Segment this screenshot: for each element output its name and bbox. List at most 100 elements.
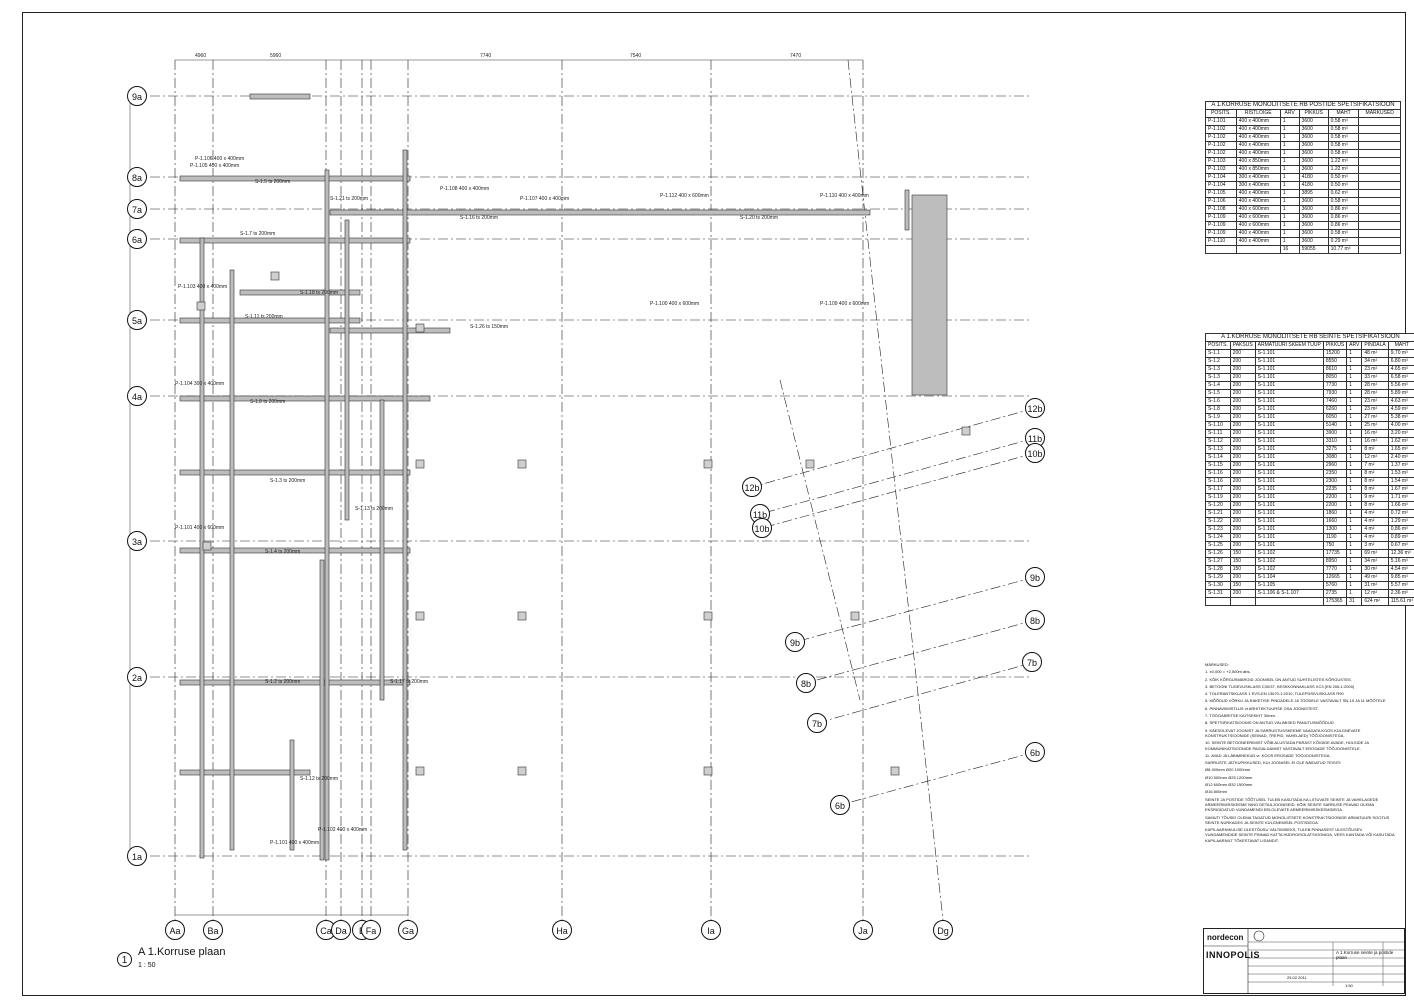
beam-label: S-1.26 ts 150mm [470, 324, 508, 330]
table-cell: 3600 [1298, 237, 1329, 246]
drawing-scale: 1:50 [1345, 983, 1353, 988]
table-cell: 4.65 m³ [1387, 365, 1414, 374]
table-cell: 200 [1229, 445, 1256, 454]
beam-label: S-1.11 ts 200mm [245, 314, 283, 320]
note-item: 7. TÖÖGABRITSE KAITSEKIHT 30mm. [1205, 713, 1276, 719]
table-cell [1358, 149, 1401, 158]
table-cell: 5140 [1322, 421, 1348, 430]
table-cell: 1 [1346, 541, 1363, 550]
wall-segment [329, 209, 871, 216]
table-cell: 200 [1229, 453, 1256, 462]
table-cell: S-1.101 [1254, 469, 1324, 478]
table-cell: 1 [1279, 229, 1300, 238]
table-cell: S-1.101 [1254, 533, 1324, 542]
table-cell [1358, 213, 1401, 222]
table-cell: 3275 [1322, 445, 1348, 454]
note-item: SARRUSTE JÄTKUPIKKUSED, KUI JOONISEL EI … [1205, 760, 1342, 766]
table-cell: P-1.104 [1205, 173, 1237, 182]
table-cell: 400 x 400mm [1235, 141, 1281, 150]
table-cell: 2235 [1322, 485, 1348, 494]
table-cell: 2.36 m³ [1387, 589, 1414, 598]
table-cell: 1 [1346, 373, 1363, 382]
table-cell: S-1.105 [1254, 581, 1324, 590]
table-cell: 624 m² [1361, 597, 1389, 606]
walls-table-title: A 1.KORRUSE MONOLIITSETE RB SEINTE SPETS… [1205, 333, 1414, 342]
table-cell: 150 [1229, 557, 1256, 566]
grid-diag-bubble: 12b [742, 477, 762, 497]
table-cell: 0.58 m³ [1327, 197, 1360, 206]
table-cell: 0.58 m³ [1327, 149, 1360, 158]
table-cell: P-1.102 [1205, 141, 1237, 150]
note-item: 5. MÕÕDUD VÕRKU JA RAKETISE PINDADELE JA… [1205, 698, 1386, 704]
table-cell: S-1.101 [1254, 397, 1324, 406]
table-cell: 8610 [1322, 365, 1348, 374]
table-cell: 3600 [1298, 141, 1329, 150]
table-cell: 17735 [1322, 549, 1348, 558]
beam-label: P-1.107 400 x 400mm [520, 196, 569, 202]
table-cell: 30 m² [1361, 565, 1389, 574]
table-cell: 8 m² [1361, 485, 1389, 494]
table-cell: 115.61 m³ [1387, 597, 1414, 606]
table-cell: 1 [1346, 493, 1363, 502]
table-cell: 200 [1229, 517, 1256, 526]
drawing-date: 25.02.2011 [1287, 975, 1307, 980]
table-header-cell: ARV [1279, 109, 1300, 118]
table-cell: 5.16 m³ [1387, 557, 1414, 566]
table-cell: 8 m² [1361, 477, 1389, 486]
wall-segment [179, 679, 411, 686]
table-cell [1358, 181, 1401, 190]
table-cell: 400 x 850mm [1235, 157, 1281, 166]
grid-col-bubble: Fa [361, 920, 381, 940]
column-post [805, 459, 815, 469]
table-cell [1358, 221, 1401, 230]
drawing-title: A 1.Korruse seinte ja postide plaan [1336, 950, 1394, 960]
table-header-cell: ARMATUURI SKEEM TÜÜP [1254, 341, 1324, 350]
note-item: 8. SPETSIFIKATSIOONIS ON ANTUD VÄLIMISED… [1205, 720, 1334, 726]
table-cell: S-1.21 [1205, 509, 1231, 518]
table-cell: 1 [1346, 453, 1363, 462]
notes-block: MÄRKUSED: 1. ±0,000 = +2,500m abs.2. KÕI… [1205, 662, 1395, 845]
table-cell: S-1.11 [1205, 429, 1231, 438]
dimension-label: 7540 [630, 53, 641, 59]
table-cell: 9.70 m³ [1387, 349, 1414, 358]
table-cell: 1 [1346, 485, 1363, 494]
grid-diag-bubble: 10b [752, 518, 772, 538]
company-logo: INNOPOLIS [1206, 950, 1261, 960]
grid-diag-bubble: 12b [1025, 398, 1045, 418]
title-block-lines [1203, 928, 1405, 994]
table-cell: 200 [1229, 357, 1256, 366]
table-cell: P-1.105 [1205, 189, 1237, 198]
table-cell: 0.50 m³ [1327, 173, 1360, 182]
table-cell: 0.86 m³ [1387, 525, 1414, 534]
table-cell: 150 [1229, 549, 1256, 558]
beam-label: P-1.103 400 x 400mm [178, 284, 227, 290]
wall-segment [911, 194, 948, 396]
table-cell [1358, 141, 1401, 150]
grid-row-bubble: 5a [127, 310, 147, 330]
table-cell: 200 [1229, 381, 1256, 390]
table-cell: 200 [1229, 389, 1256, 398]
table-cell: 200 [1229, 437, 1256, 446]
beam-label: P-1.106 400 x 400mm [195, 156, 244, 162]
table-cell [1358, 245, 1401, 254]
grid-row-bubble: 3a [127, 531, 147, 551]
table-cell: S-1.101 [1254, 413, 1324, 422]
table-header-cell: PINDALA [1361, 341, 1389, 350]
table-cell: P-1.108 [1205, 205, 1237, 214]
table-cell: 1 [1279, 133, 1300, 142]
table-cell: 150 [1229, 565, 1256, 574]
table-cell: 1.22 m³ [1327, 165, 1360, 174]
